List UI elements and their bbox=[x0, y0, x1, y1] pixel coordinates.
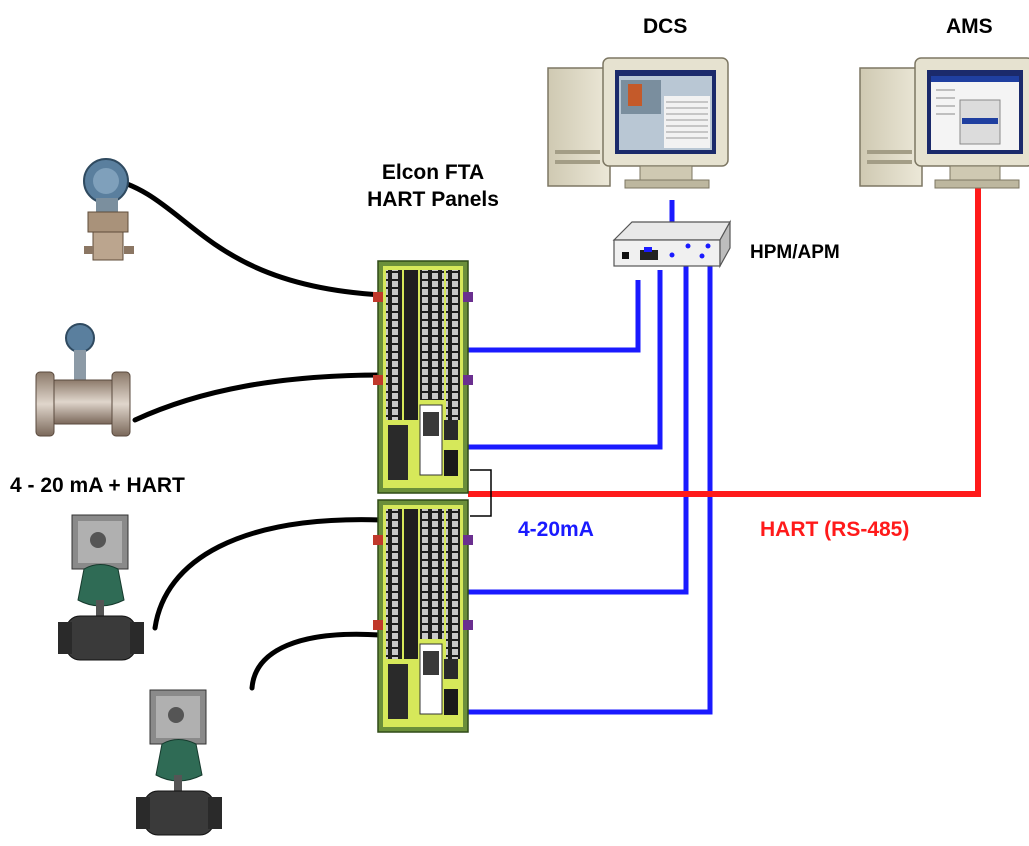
analog-wire-3 bbox=[468, 248, 689, 595]
analog-wire-4 bbox=[468, 248, 713, 715]
signal-type-label: 4 - 20 mA + HART bbox=[10, 474, 185, 497]
control-valve-icon bbox=[58, 514, 144, 661]
panels-label-line1: Elcon FTA bbox=[381, 161, 485, 184]
hart-signal-label: HART (RS-485) bbox=[760, 518, 910, 541]
analog-wire-2 bbox=[468, 270, 663, 450]
elcon-panel-bottom-icon bbox=[373, 499, 473, 733]
pressure-transmitter-icon bbox=[83, 158, 134, 261]
ams-computer-icon bbox=[859, 57, 1029, 189]
ams-label: AMS bbox=[946, 15, 993, 38]
field-wire-valve-1 bbox=[152, 517, 386, 631]
flowmeter-icon bbox=[35, 323, 131, 437]
hart-wire bbox=[468, 170, 981, 497]
analog-wires bbox=[468, 200, 713, 715]
panels-label-line2: HART Panels bbox=[367, 188, 499, 211]
hpm-apm-label: HPM/APM bbox=[750, 242, 840, 263]
dcs-label: DCS bbox=[643, 15, 688, 38]
field-wires bbox=[104, 175, 386, 691]
dcs-computer-icon bbox=[547, 57, 729, 189]
hpm-apm-module-icon bbox=[612, 219, 732, 269]
control-valve-icon bbox=[136, 689, 222, 836]
analog-signal-label: 4-20mA bbox=[518, 518, 594, 541]
elcon-panel-top-icon bbox=[373, 260, 473, 494]
panel-link-bracket bbox=[470, 469, 492, 517]
field-wire-valve-2 bbox=[249, 631, 383, 691]
field-wire-pressure-transmitter bbox=[104, 175, 386, 298]
analog-wire-1 bbox=[468, 280, 641, 353]
field-wire-flowmeter bbox=[132, 372, 386, 423]
